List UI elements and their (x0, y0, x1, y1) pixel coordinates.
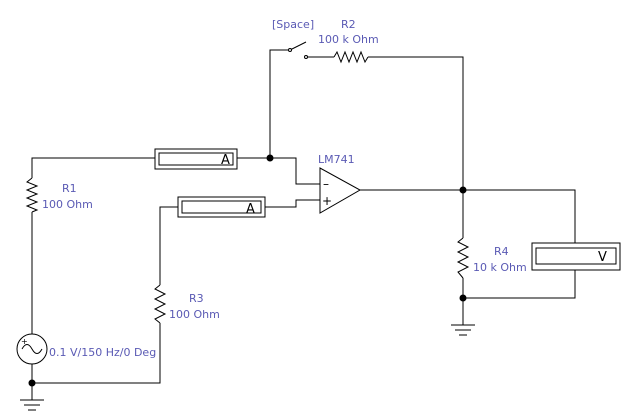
ground-icon (451, 324, 475, 336)
wire-ammeter2-to-plus (265, 199, 320, 208)
junction-dot (459, 186, 467, 194)
wire-feedback-top (269, 49, 290, 158)
resistor-r3[interactable] (153, 284, 167, 324)
r1-value: 100 Ohm (42, 198, 93, 211)
opamp-plus-sign: + (322, 194, 332, 208)
ammeter-1[interactable]: A (154, 148, 238, 170)
ammeter-2[interactable]: A (177, 196, 266, 218)
wire-r1-to-ammeter1 (31, 157, 155, 178)
resistor-r1[interactable] (25, 177, 39, 213)
r2-name: R2 (341, 18, 356, 31)
ammeter-1-label: A (221, 153, 230, 168)
junction-dot (266, 154, 274, 162)
voltmeter[interactable]: V (531, 242, 621, 271)
r3-value: 100 Ohm (169, 308, 220, 321)
junctions (28, 154, 467, 387)
source-plus-icon: + (21, 337, 28, 346)
wire-voltmeter-return (463, 270, 576, 299)
junction-dot (28, 379, 36, 387)
ground-icon (20, 399, 44, 411)
r4-value: 10 k Ohm (473, 261, 527, 274)
wire-r3-to-ammeter2 (159, 206, 178, 285)
wire-r2-to-output (368, 56, 464, 190)
voltmeter-label: V (598, 250, 607, 265)
r3-name: R3 (189, 292, 204, 305)
switch[interactable] (288, 41, 308, 59)
ammeter-2-label: A (246, 202, 255, 217)
r4-name: R4 (494, 245, 509, 258)
opamp-minus-sign: – (323, 177, 329, 191)
r2-value: 100 k Ohm (318, 33, 379, 46)
junction-dot (459, 294, 467, 302)
wire-to-voltmeter (463, 189, 576, 243)
source-value: 0.1 V/150 Hz/0 Deg (49, 346, 156, 359)
ac-source[interactable]: + (16, 333, 48, 365)
opamp[interactable]: – + (319, 167, 362, 214)
resistor-r2[interactable] (333, 50, 369, 64)
wire-bottom-return (32, 323, 161, 384)
resistor-r4[interactable] (456, 237, 470, 279)
wire-node-to-minus (270, 157, 320, 185)
r1-name: R1 (62, 182, 77, 195)
switch-key-label: [Space] (272, 18, 314, 31)
opamp-name: LM741 (318, 153, 355, 166)
